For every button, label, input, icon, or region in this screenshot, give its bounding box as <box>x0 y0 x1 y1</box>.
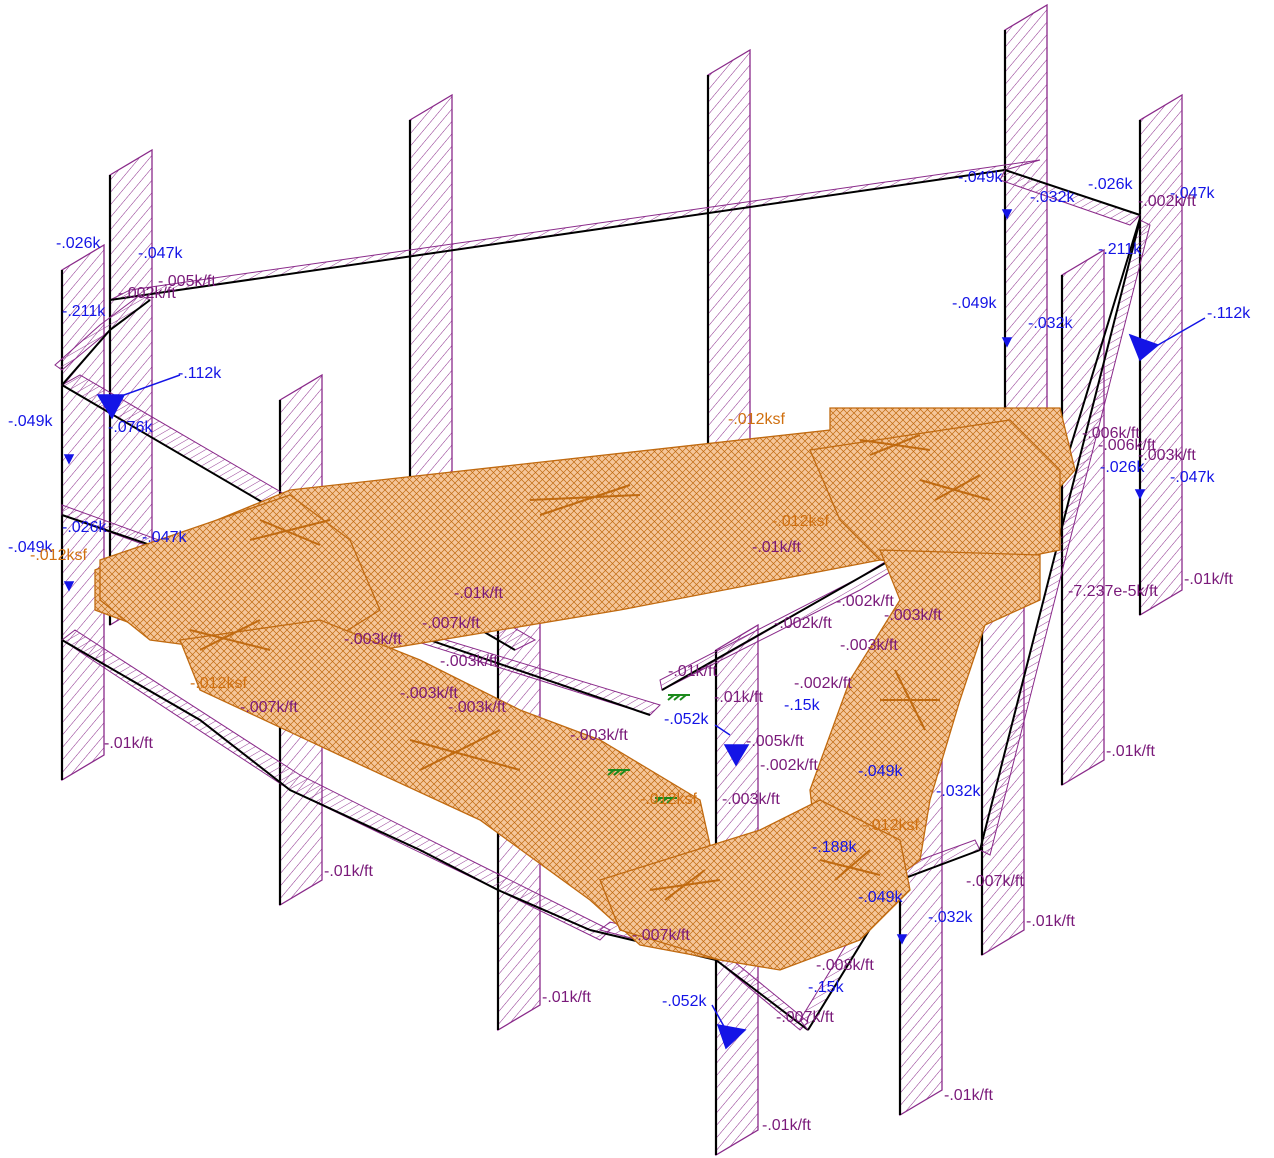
point-load-label: -.047k <box>1170 185 1215 202</box>
line-load-label: -.002k/ft <box>794 675 852 692</box>
line-load-label: -.007k/ft <box>776 1009 834 1026</box>
point-load-label: -.15k <box>808 979 845 996</box>
point-load-label: -.049k <box>8 539 53 556</box>
slab-region <box>809 549 1041 891</box>
point-load-label: -.15k <box>784 697 821 714</box>
column-load-label: -.01k/ft <box>1184 571 1233 588</box>
line-load-label: -.007k/ft <box>422 615 480 632</box>
line-load-label: -.003k/ft <box>344 631 402 648</box>
line-load-label: -.006k/ft <box>1098 437 1156 454</box>
point-load-label: -.112k <box>178 365 222 382</box>
point-load-label: -.076k <box>108 419 153 436</box>
line-load-label: -.002k/ft <box>760 757 818 774</box>
area-load-label: -.012ksf <box>640 791 697 808</box>
line-load-label: -.008k/ft <box>816 957 874 974</box>
point-load-label: -.026k <box>1100 459 1145 476</box>
line-load-label: -.01k/ft <box>668 663 717 680</box>
line-load-label: -.003k/ft <box>440 653 498 670</box>
point-load-label: -.211k <box>62 303 106 320</box>
arrow-icon <box>96 394 126 420</box>
area-load-labels: -.012ksf -.012ksf -.012ksf -.012ksf -.01… <box>30 411 919 834</box>
point-load-label: -.047k <box>1170 469 1215 486</box>
line-load-label: -.003k/ft <box>840 637 898 654</box>
column-load-labels: -.01k/ft -.01k/ft -.01k/ft -.01k/ft -.01… <box>104 539 1233 1134</box>
line-load-label: -.002k/ft <box>118 285 176 302</box>
column-load-label: -.01k/ft <box>104 735 153 752</box>
point-load-label: -.047k <box>138 245 183 262</box>
support-icon <box>654 797 677 804</box>
point-load-label: -.032k <box>928 909 973 926</box>
point-load-label: -.049k <box>952 295 997 312</box>
point-load-label: -.032k <box>1030 189 1075 206</box>
line-load-label: -.007k/ft <box>632 927 690 944</box>
point-load-label: -.112k <box>1207 305 1251 322</box>
slab-region <box>599 799 911 971</box>
line-load-label: -.003k/ft <box>400 685 458 702</box>
point-load-label: -.032k <box>1028 315 1073 332</box>
point-load-arrows <box>63 209 1206 1050</box>
line-load-label: -.002k/ft <box>1138 193 1196 210</box>
line-load-label: -.007k/ft <box>966 873 1024 890</box>
area-load-label: -.012ksf <box>772 513 829 530</box>
area-load-label: -.012ksf <box>862 817 919 834</box>
column-load-label: -.01k/ft <box>1026 913 1075 930</box>
line-load-label: -.006k/ft <box>1082 425 1140 442</box>
column-load-label: -.01k/ft <box>944 1087 993 1104</box>
support-icon <box>667 694 690 701</box>
point-load-label: -.049k <box>858 763 903 780</box>
line-load-label: -.002k/ft <box>836 593 894 610</box>
line-load-label: -.007k/ft <box>240 699 298 716</box>
point-load-label: -.049k <box>8 413 53 430</box>
point-load-label: -.049k <box>858 889 903 906</box>
column-load-label: -.01k/ft <box>324 863 373 880</box>
line-load-label: -.003k/ft <box>570 727 628 744</box>
line-load-label: -.005k/ft <box>158 273 216 290</box>
arrow-icon <box>716 1024 747 1050</box>
point-load-label: -.032k <box>936 783 981 800</box>
point-load-label: -.026k <box>56 235 101 252</box>
support-icon <box>607 769 630 776</box>
column-load-label: -.01k/ft <box>762 1117 811 1134</box>
arrow-icon <box>1128 333 1160 362</box>
line-load-labels: -.005k/ft -.002k/ft -.002k/ft -.006k/ft … <box>118 193 1196 1026</box>
point-load-label: -.052k <box>664 711 709 728</box>
area-load-label: -.012ksf <box>30 547 87 564</box>
area-load-label: -.012ksf <box>728 411 785 428</box>
area-load-label: -.012ksf <box>190 675 247 692</box>
point-load-label: -.052k <box>662 993 707 1010</box>
point-load-label: -.026k <box>1088 176 1133 193</box>
line-load-label: -.003k/ft <box>884 607 942 624</box>
line-load-label: -.003k/ft <box>722 791 780 808</box>
column-load-label: -.01k/ft <box>752 539 801 556</box>
column-load-label: -.01k/ft <box>1106 743 1155 760</box>
point-load-label: -.188k <box>812 839 857 856</box>
column-load-label: -.01k/ft <box>454 585 503 602</box>
line-load-label: -.002k/ft <box>774 615 832 632</box>
line-load-label: -.005k/ft <box>746 733 804 750</box>
point-load-label: -.049k <box>958 169 1003 186</box>
point-load-label: -.211k <box>1098 241 1142 258</box>
line-load-label: -.003k/ft <box>1138 447 1196 464</box>
slab-markers <box>189 434 991 901</box>
point-load-label: -.047k <box>142 529 187 546</box>
line-load-label: -7.237e-5k/ft <box>1068 583 1158 600</box>
line-load-label: -.003k/ft <box>448 699 506 716</box>
arrow-icon <box>723 744 750 767</box>
column-load-label: -.01k/ft <box>542 989 591 1006</box>
support-icons <box>607 694 690 804</box>
point-load-labels: -.026k -.047k -.211k -.112k -.076k -.049… <box>8 169 1251 1010</box>
area-load-regions <box>94 407 1076 971</box>
line-load-label: -.01k/ft <box>714 689 763 706</box>
point-load-label: -.026k <box>62 519 107 536</box>
